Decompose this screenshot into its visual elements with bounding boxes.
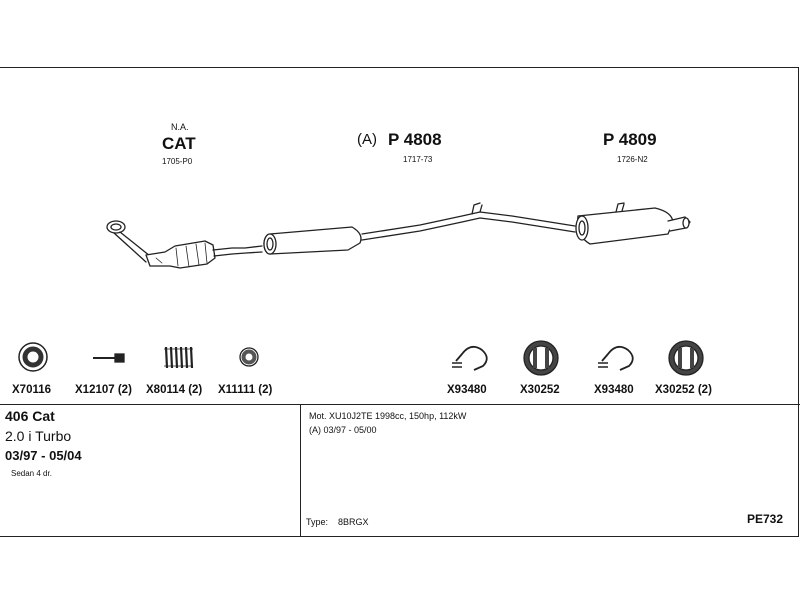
middle-section-prefix: (A) — [357, 131, 377, 148]
bolt-icon — [93, 353, 125, 363]
pipe-middle — [361, 211, 576, 241]
middle-muffler — [263, 226, 362, 255]
rubber-mount-icon — [668, 340, 704, 376]
pipe-hanger — [471, 202, 483, 215]
spring-icon — [164, 346, 194, 369]
part-label: X93480 — [447, 384, 487, 396]
divider-vertical — [300, 404, 301, 536]
rubber-mount-icon — [523, 340, 559, 376]
catalytic-converter — [145, 240, 216, 269]
diagram-code: PE732 — [747, 512, 784, 526]
vehicle-model: 406 Cat — [5, 408, 55, 424]
rear-section-code: P 4809 — [603, 130, 657, 149]
front-flange — [106, 220, 151, 263]
middle-section-ref: 1717-73 — [403, 155, 433, 164]
small-ring-icon — [239, 347, 259, 367]
divider-horizontal — [0, 404, 800, 405]
vehicle-dates: 03/97 - 05/04 — [5, 448, 82, 463]
part-label: X12107 (2) — [75, 384, 132, 396]
rear-section-ref: 1726-N2 — [617, 155, 648, 164]
pipe-front — [212, 245, 263, 257]
diagram-frame — [0, 67, 799, 537]
cat-section-prefix: N.A. — [171, 122, 189, 132]
clamp-icon — [452, 345, 488, 371]
rear-muffler — [575, 202, 691, 245]
part-label: X30252 — [520, 384, 560, 396]
middle-section-code: P 4808 — [388, 130, 442, 149]
cat-section-code: CAT — [162, 134, 196, 153]
motor-info: Mot. XU10J2TE 1998cc, 150hp, 112kW — [309, 411, 467, 421]
part-label: X70116 — [12, 384, 52, 396]
part-label: X80114 (2) — [146, 384, 203, 396]
gasket-ring-icon — [18, 342, 48, 372]
part-label: X93480 — [594, 384, 634, 396]
type-label: Type: — [306, 517, 329, 527]
vehicle-body: Sedan 4 dr. — [11, 469, 52, 478]
part-label: X30252 (2) — [655, 384, 712, 396]
vehicle-engine: 2.0 i Turbo — [5, 428, 72, 444]
type-value: 8BRGX — [338, 517, 369, 527]
cat-section-ref: 1705-P0 — [162, 157, 193, 166]
part-label: X11111 (2) — [218, 384, 273, 396]
range-info: (A) 03/97 - 05/00 — [309, 425, 377, 435]
clamp-icon — [598, 345, 634, 371]
